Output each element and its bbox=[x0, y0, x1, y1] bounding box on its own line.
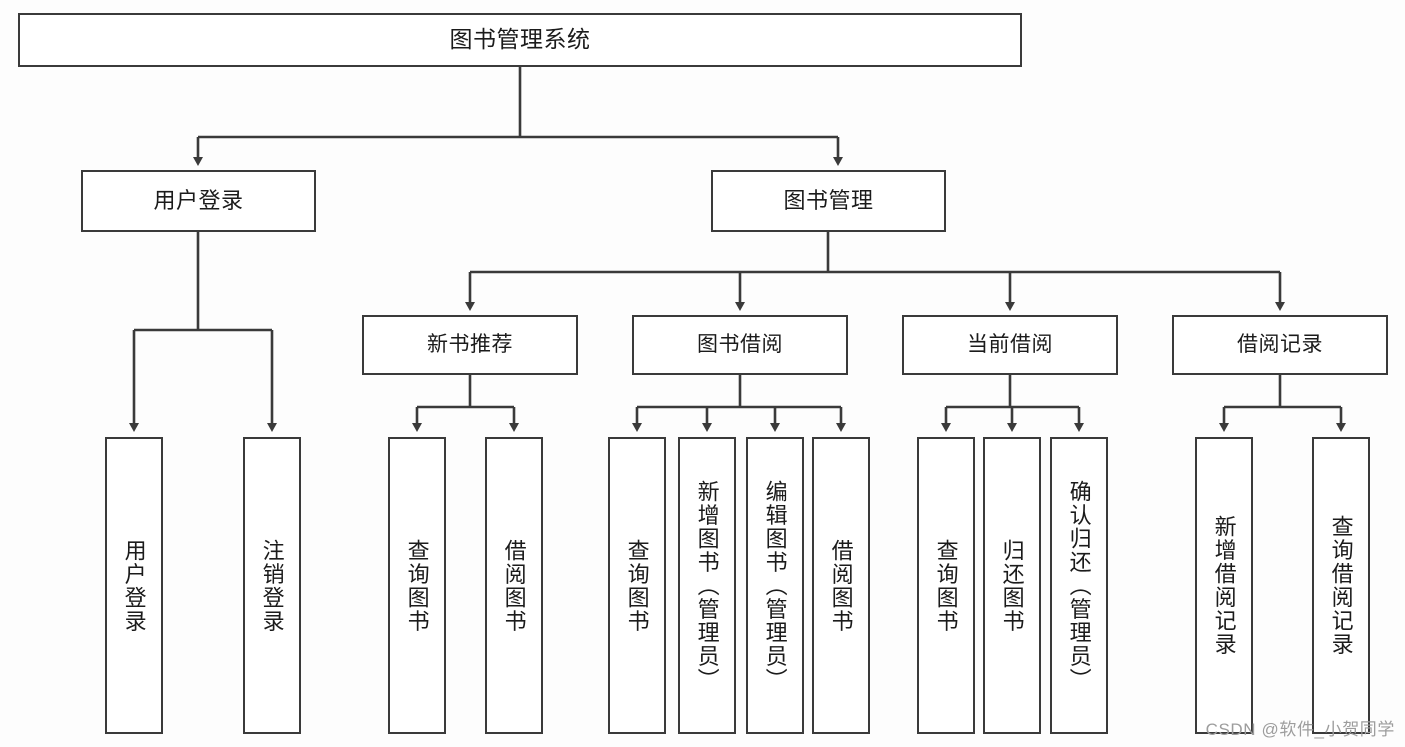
node-leaf-query-book-3[interactable]: 查询图书 bbox=[917, 437, 975, 734]
node-leaf-edit-book-label: 编辑图书（管理员） bbox=[762, 479, 788, 692]
node-new-book-recommend[interactable]: 新书推荐 bbox=[362, 315, 578, 375]
node-leaf-borrow-book-1-label: 借阅图书 bbox=[501, 538, 527, 633]
node-current-borrow-label: 当前借阅 bbox=[967, 332, 1053, 356]
node-borrow-record[interactable]: 借阅记录 bbox=[1172, 315, 1388, 375]
node-book-borrow[interactable]: 图书借阅 bbox=[632, 315, 848, 375]
node-leaf-add-book-label: 新增图书（管理员） bbox=[694, 479, 720, 692]
node-leaf-query-book-3-label: 查询图书 bbox=[933, 538, 959, 633]
node-leaf-add-book[interactable]: 新增图书（管理员） bbox=[678, 437, 736, 734]
node-leaf-logout[interactable]: 注销登录 bbox=[243, 437, 301, 734]
node-new-book-recommend-label: 新书推荐 bbox=[427, 332, 513, 356]
node-book-manage-label: 图书管理 bbox=[783, 188, 874, 214]
node-leaf-borrow-book-2[interactable]: 借阅图书 bbox=[812, 437, 870, 734]
node-book-manage[interactable]: 图书管理 bbox=[711, 170, 946, 232]
node-book-borrow-label: 图书借阅 bbox=[697, 332, 783, 356]
node-leaf-query-book-2-label: 查询图书 bbox=[624, 538, 650, 633]
node-root-label: 图书管理系统 bbox=[449, 26, 591, 53]
node-leaf-return-book-label: 归还图书 bbox=[999, 538, 1025, 633]
node-leaf-query-record[interactable]: 查询借阅记录 bbox=[1312, 437, 1370, 734]
node-leaf-logout-label: 注销登录 bbox=[259, 538, 285, 633]
node-leaf-return-book[interactable]: 归还图书 bbox=[983, 437, 1041, 734]
node-leaf-query-book-1-label: 查询图书 bbox=[404, 538, 430, 633]
node-leaf-user-login-label: 用户登录 bbox=[121, 538, 147, 633]
node-root[interactable]: 图书管理系统 bbox=[18, 13, 1022, 67]
node-leaf-query-book-1[interactable]: 查询图书 bbox=[388, 437, 446, 734]
node-leaf-borrow-book-2-label: 借阅图书 bbox=[828, 538, 854, 633]
watermark-text: CSDN @软件_小贺同学 bbox=[1205, 720, 1395, 739]
node-leaf-edit-book[interactable]: 编辑图书（管理员） bbox=[746, 437, 804, 734]
node-leaf-add-record[interactable]: 新增借阅记录 bbox=[1195, 437, 1253, 734]
node-borrow-record-label: 借阅记录 bbox=[1237, 332, 1323, 356]
node-user-login[interactable]: 用户登录 bbox=[81, 170, 316, 232]
node-leaf-query-book-2[interactable]: 查询图书 bbox=[608, 437, 666, 734]
node-leaf-add-record-label: 新增借阅记录 bbox=[1211, 515, 1237, 656]
node-leaf-user-login[interactable]: 用户登录 bbox=[105, 437, 163, 734]
node-leaf-query-record-label: 查询借阅记录 bbox=[1328, 515, 1354, 656]
node-current-borrow[interactable]: 当前借阅 bbox=[902, 315, 1118, 375]
node-leaf-confirm-return[interactable]: 确认归还（管理员） bbox=[1050, 437, 1108, 734]
node-leaf-borrow-book-1[interactable]: 借阅图书 bbox=[485, 437, 543, 734]
node-leaf-confirm-return-label: 确认归还（管理员） bbox=[1066, 479, 1092, 692]
node-user-login-label: 用户登录 bbox=[153, 188, 244, 214]
